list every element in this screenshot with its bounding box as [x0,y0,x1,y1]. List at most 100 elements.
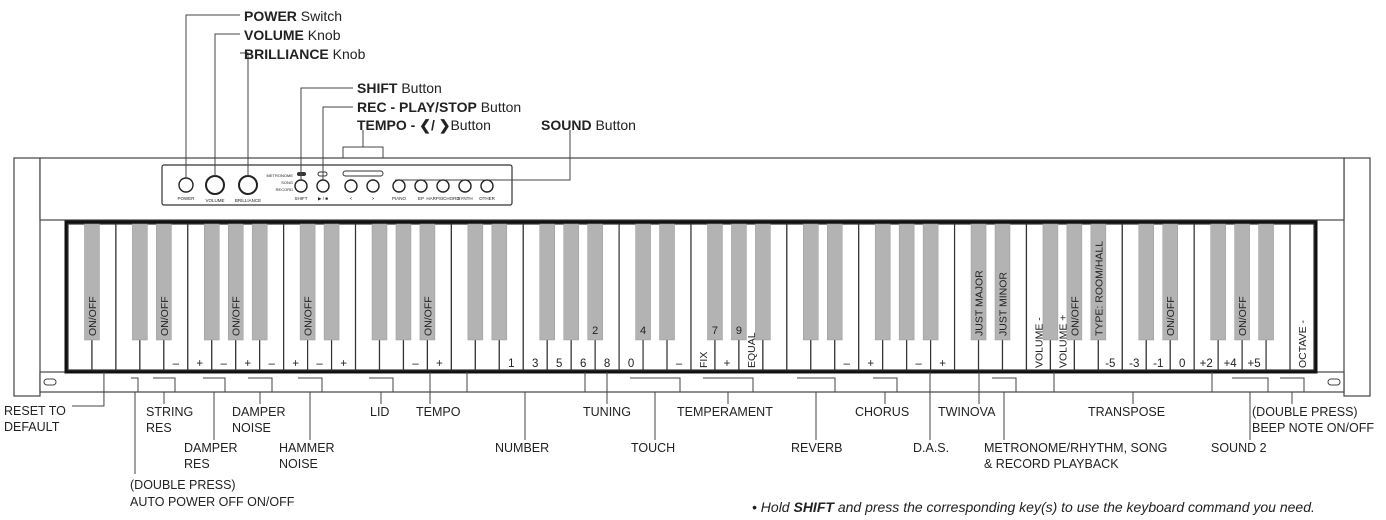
touch-label: TOUCH [631,441,675,455]
leader-lines [72,14,1305,474]
black-key [1234,223,1250,341]
damper-res-leader [203,377,226,440]
tempo-next-button-caption: > [372,196,375,201]
black-key-label: ON/OFF [422,296,434,336]
black-key [395,223,412,341]
beep-note-label: (DOUBLE PRESS)BEEP NOTE ON/OFF [1252,405,1374,435]
black-key [1162,223,1178,341]
sound-button-caption: HARPSICHORD [426,196,460,201]
black-key [204,223,220,341]
black-key [731,223,747,341]
white-key-label: EQUAL [746,332,758,368]
rec-play-button-caption: ▶ / ■ [318,196,328,201]
white-key-label: – [676,358,683,370]
white-key-label: VOLUME + [1057,315,1069,368]
lid-label: LID [370,405,389,419]
white-key-label: – [268,358,275,370]
white-key-label: 0 [628,358,634,370]
auto-power-off-label: (DOUBLE PRESS)AUTO POWER OFF ON/OFF [130,478,295,509]
sound-button [480,179,494,193]
sound2-label: SOUND 2 [1211,441,1267,455]
white-key-label: – [316,358,323,370]
black-key [132,223,148,341]
black-key-label: ON/OFF [1237,296,1249,336]
reset-leader [72,372,105,407]
white-key-label: + [244,358,251,370]
black-key [1090,223,1107,341]
sound-button [458,179,472,193]
white-key-label: FIX [698,352,710,368]
black-key [707,223,723,341]
hammer-noise-leader [298,377,323,440]
power-leader [185,14,240,178]
black-key [1066,223,1083,341]
brilliance-knob-label: BRILLIANCE Knob [244,46,366,62]
white-key-label: + [436,358,443,370]
rec-leader [322,106,353,180]
black-key-label: 7 [712,325,718,337]
black-key [659,223,675,341]
brilliance-knob-caption: BRILLIANCE [235,198,261,203]
black-key [1258,223,1274,341]
keys [67,223,1315,371]
black-key [251,223,268,341]
black-key [755,223,771,341]
black-key-label: 4 [640,325,646,337]
tempo-prev-button [344,179,358,193]
black-key-label: ON/OFF [159,296,171,336]
mode-indicator-label: METRONOME [267,173,294,178]
shift-button-caption: SHIFT [295,196,308,201]
mode-indicator-label: RECORD [276,187,293,192]
black-key-label: ON/OFF [231,296,243,336]
white-key-label: -1 [1153,358,1163,370]
string-res-leader [153,377,176,404]
white-key-label: 1 [508,358,514,370]
white-key [1289,223,1315,371]
black-key [84,223,100,341]
sound-button-caption: PIANO [392,196,407,201]
black-key [371,223,388,341]
white-key-label: – [844,358,851,370]
white-key-label: VOLUME - [1033,317,1045,368]
number-leader [466,372,586,440]
white-key-label: +2 [1200,358,1213,370]
sound-button-caption: OTHER [479,196,496,201]
white-key-label: 5 [556,358,562,370]
shift-button [294,179,308,193]
mode-indicator-label: SONG [281,180,293,185]
white-key-label: 0 [1179,358,1185,370]
black-key [1042,223,1059,341]
white-key-label: + [340,358,347,370]
tempo-next-button [366,179,380,193]
white-key-label: + [939,358,946,370]
tempo-button-label: TEMPO - ❮/ ❯Button [357,117,491,134]
twinova-label: TWINOVA [938,405,996,419]
black-key [419,223,436,341]
damper-noise-leader [248,377,273,404]
rec-button-label: REC - PLAY/STOP Button [357,99,521,115]
reverb-label: REVERB [791,441,842,455]
black-key [539,223,555,341]
auto-power-leader [131,377,139,474]
top-callouts: POWER Switch VOLUME Knob BRILLIANCE Knob… [244,8,636,134]
reverb-leader [797,377,836,440]
white-key-label: – [412,358,419,370]
volume-knob-caption: VOLUME [205,198,224,203]
white-key-label: + [292,358,299,370]
sound2-leader [1232,377,1269,440]
volume-knob [205,175,225,195]
chorus-label: CHORUS [855,405,909,419]
brilliance-knob [238,175,258,195]
black-key-label: TYPE: ROOM/HALL [1093,241,1105,336]
black-key [803,223,819,341]
sound-button [414,179,428,193]
touch-leader [630,377,681,440]
black-key [970,223,987,341]
metronome-label: METRONOME/RHYTHM, SONG& RECORD PLAYBACK [984,441,1167,471]
das-label: D.A.S. [913,441,949,455]
